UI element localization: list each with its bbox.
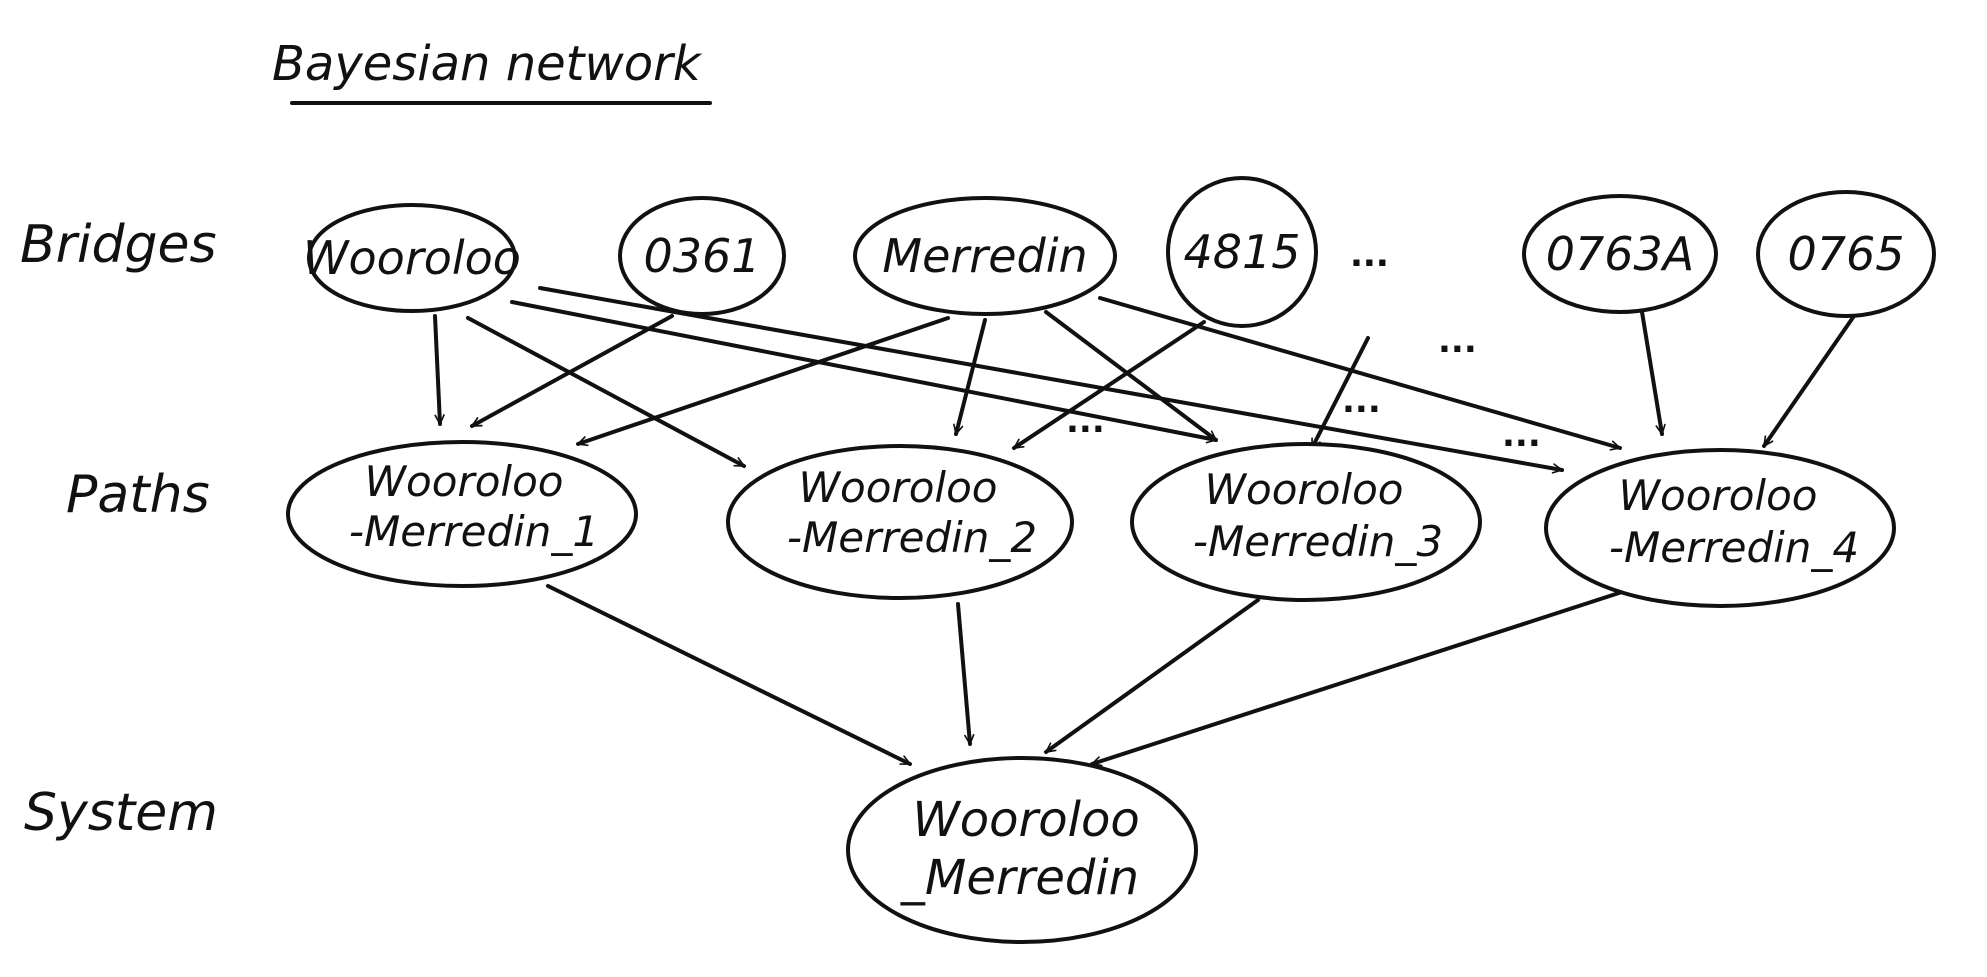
path-nodes: Wooroloo -Merredin_1 Wooroloo -Merredin_… (286, 440, 1896, 608)
svg-text:0361: 0361 (643, 229, 760, 283)
ellipsis-path4-edges: ... (1502, 415, 1541, 455)
edge-path2-to-system (956, 602, 975, 746)
edge-dots-to-path3 (1310, 336, 1370, 450)
node-bridge-0765: 0765 (1756, 190, 1936, 318)
svg-text:Wooroloo: Wooroloo (912, 792, 1139, 848)
edge-path4-to-system (1090, 590, 1624, 767)
edge-wooroloo-to-path3 (510, 300, 1218, 444)
node-bridge-4815: 4815 (1166, 176, 1318, 328)
ellipsis-path2-edges: ... (1066, 401, 1105, 441)
edge-0763a-to-path4 (1640, 310, 1666, 436)
edge-merredin-to-path1 (576, 316, 950, 447)
ellipsis-bridges-row: ... (1350, 235, 1389, 275)
node-path-4: Wooroloo -Merredin_4 (1544, 448, 1896, 608)
edge-merredin-to-path4 (1098, 296, 1622, 451)
edge-4815-to-path2 (1012, 320, 1206, 450)
row-label-bridges: Bridges (20, 215, 217, 275)
node-path-1: Wooroloo -Merredin_1 (286, 440, 638, 588)
diagram-title: Bayesian network (272, 36, 703, 92)
node-system-wooroloo-merredin: Wooroloo _Merredin (846, 756, 1198, 944)
svg-text:0765: 0765 (1787, 227, 1904, 281)
svg-text:Wooroloo: Wooroloo (365, 457, 564, 506)
svg-text:-Merredin_4: -Merredin_4 (1609, 523, 1859, 572)
edge-wooroloo-to-path2 (466, 316, 746, 468)
svg-text:-Merredin_1: -Merredin_1 (349, 507, 599, 556)
svg-text:-Merredin_3: -Merredin_3 (1193, 517, 1443, 566)
edge-merredin-to-path3 (1044, 310, 1218, 442)
row-label-paths: Paths (66, 465, 210, 525)
node-bridge-0361: 0361 (618, 196, 786, 316)
node-bridge-merredin: Merredin (853, 196, 1117, 316)
row-label-system: System (24, 783, 218, 843)
svg-text:Wooroloo: Wooroloo (1205, 465, 1404, 514)
svg-text:-Merredin_2: -Merredin_2 (787, 513, 1037, 562)
edge-0765-to-path4 (1762, 314, 1856, 448)
node-path-3: Wooroloo -Merredin_3 (1130, 442, 1482, 602)
bridge-nodes: Wooroloo 0361 Merredin 4815 0763A 0765 .… (303, 176, 1936, 328)
node-bridge-0763a: 0763A (1522, 194, 1718, 314)
edges-bridges-to-paths (433, 286, 1856, 474)
node-bridge-wooroloo: Wooroloo (303, 203, 521, 313)
svg-text:Wooroloo: Wooroloo (303, 231, 521, 285)
edge-merredin-to-path2 (953, 318, 987, 436)
node-path-2: Wooroloo -Merredin_2 (726, 444, 1074, 600)
ellipsis-marks: ... ... ... ... ... (1066, 235, 1541, 455)
svg-text:Wooroloo: Wooroloo (799, 463, 998, 512)
system-nodes: Wooroloo _Merredin (846, 756, 1198, 944)
ellipsis-bridge-node: ... (1350, 235, 1389, 275)
edges-paths-to-system (546, 584, 1624, 767)
svg-text:0763A: 0763A (1546, 227, 1695, 281)
ellipsis-middle-edges: ... (1342, 381, 1381, 421)
svg-text:_Merredin: _Merredin (900, 850, 1139, 906)
edge-0361-to-path1 (470, 314, 674, 428)
edge-wooroloo-to-path1 (433, 314, 445, 426)
edge-path1-to-system (546, 584, 912, 766)
edge-path3-to-system (1044, 598, 1260, 754)
ellipsis-right-edges: ... (1438, 321, 1477, 361)
svg-text:Wooroloo: Wooroloo (1619, 471, 1818, 520)
edge-wooroloo-to-path4 (538, 286, 1564, 474)
svg-text:Merredin: Merredin (882, 229, 1087, 283)
svg-text:4815: 4815 (1183, 225, 1300, 279)
